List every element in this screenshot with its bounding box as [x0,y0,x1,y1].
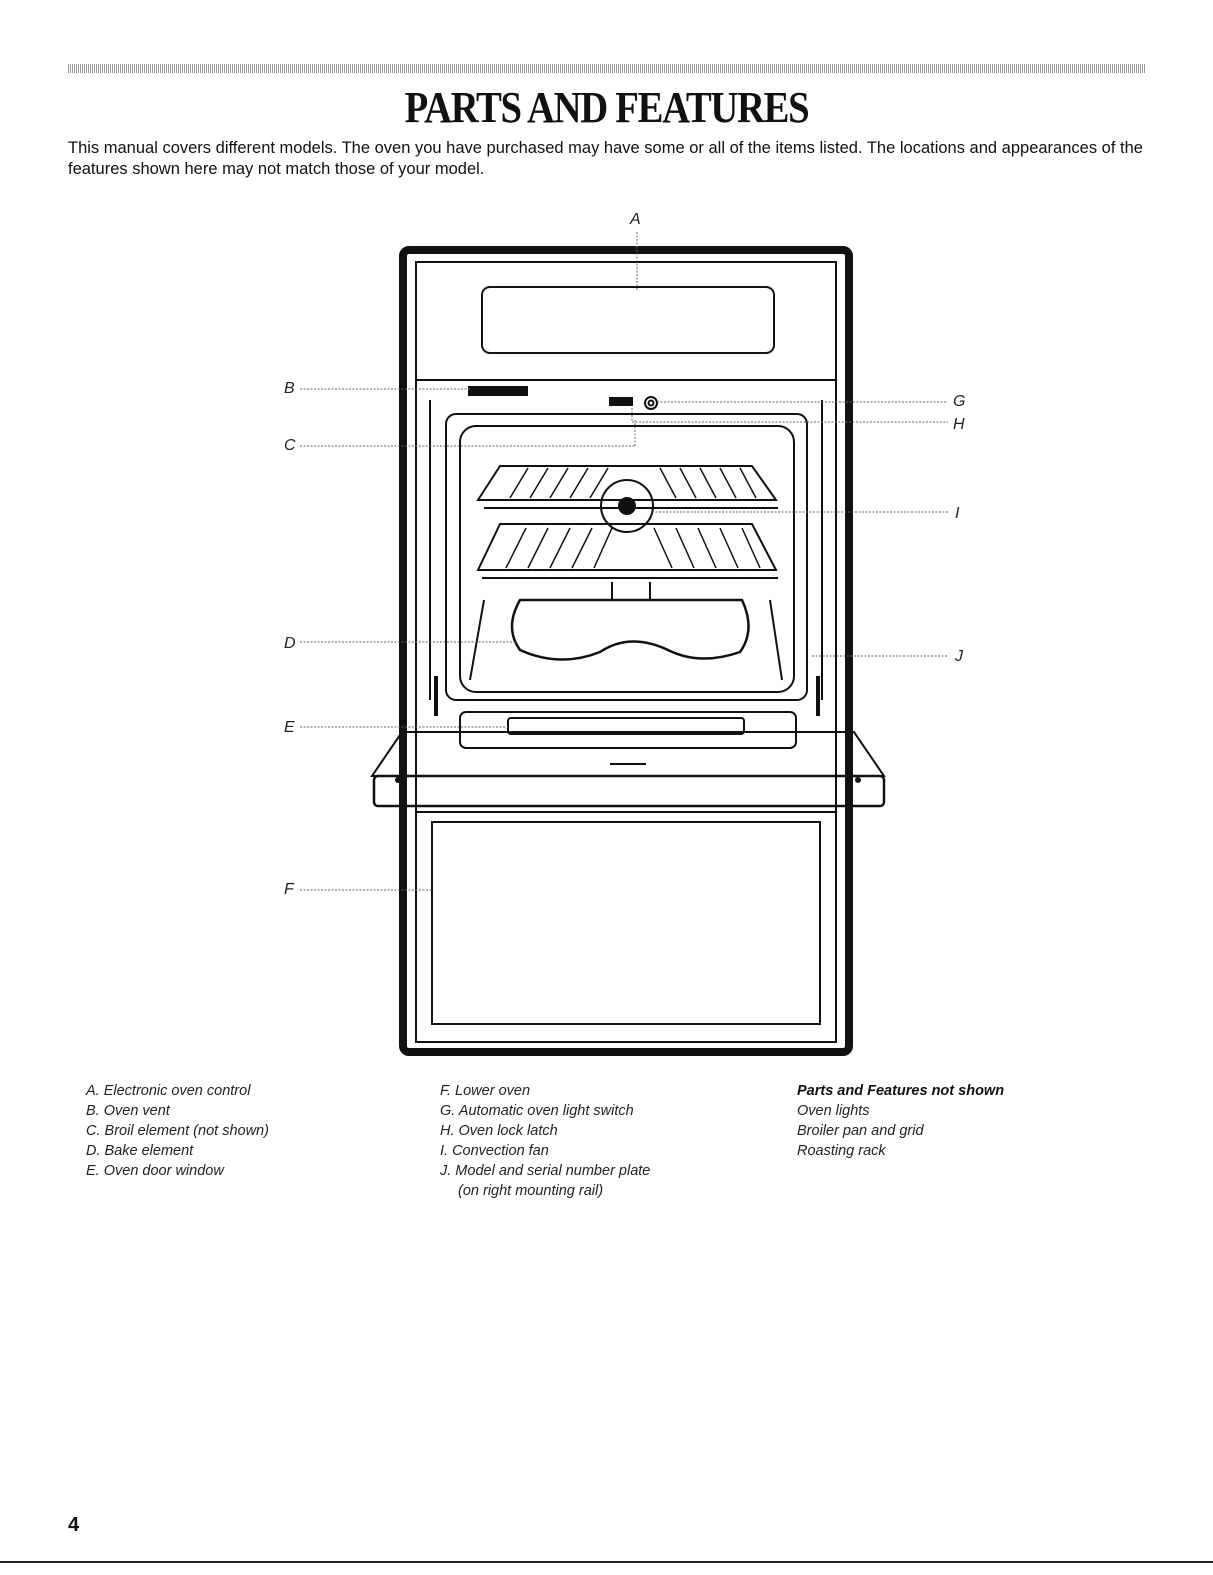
oven-door-open [370,731,886,777]
legend-item: A. Electronic oven control [86,1083,251,1099]
legend-item: Oven lights [797,1103,870,1119]
legend-heading: Parts and Features not shown [797,1083,1005,1099]
oven-diagram [300,232,948,1056]
oven-outer-frame [399,246,853,1056]
control-display [481,286,775,354]
callout-e: E [284,719,295,736]
lock-latch [609,397,633,406]
callout-h: H [953,416,965,433]
legend-item: G. Automatic oven light switch [440,1103,634,1119]
legend-item: C. Broil element (not shown) [86,1123,269,1139]
oven-door-window [459,711,797,749]
page-title: PARTS AND FEATURES [404,83,810,132]
convection-fan [600,479,654,533]
legend-item: H. Oven lock latch [440,1123,558,1139]
intro-paragraph: This manual covers different models. The… [68,139,1143,178]
callout-j: J [955,648,963,665]
door-handle [372,774,886,808]
oven-vent [468,386,528,396]
control-panel [415,261,837,381]
callout-c: C [284,437,296,454]
legend-item: I. Convection fan [440,1143,549,1159]
legend-item: (on right mounting rail) [458,1183,604,1199]
callout-b: B [284,380,295,397]
callout-a: A [630,211,641,228]
upper-oven-opening [445,413,808,701]
callout-f: F [284,881,294,898]
callout-g: G [953,393,966,410]
light-switch [644,396,658,410]
legend-item: Roasting rack [797,1143,886,1159]
bottom-rule [0,1561,1213,1563]
top-rule [68,64,1146,73]
oven-rack-upper [476,465,778,509]
oven-rack-lower [476,523,778,579]
legend-item: D. Bake element [86,1143,194,1159]
legend-item: B. Oven vent [86,1103,170,1119]
legend-column-3: Parts and Features not shown Oven lights… [797,1081,1004,1161]
lower-oven [415,811,837,1043]
legend-item: F. Lower oven [440,1083,531,1099]
legend-item: E. Oven door window [86,1163,224,1179]
bake-element [510,598,750,661]
page-number: 4 [68,1514,80,1536]
legend-column-2: F. Lower oven G. Automatic oven light sw… [440,1081,650,1201]
callout-i: I [955,505,960,522]
callout-d: D [284,635,296,652]
legend-item: Broiler pan and grid [797,1123,924,1139]
legend-item: J. Model and serial number plate [440,1163,651,1179]
legend-column-1: A. Electronic oven control B. Oven vent … [86,1081,269,1181]
